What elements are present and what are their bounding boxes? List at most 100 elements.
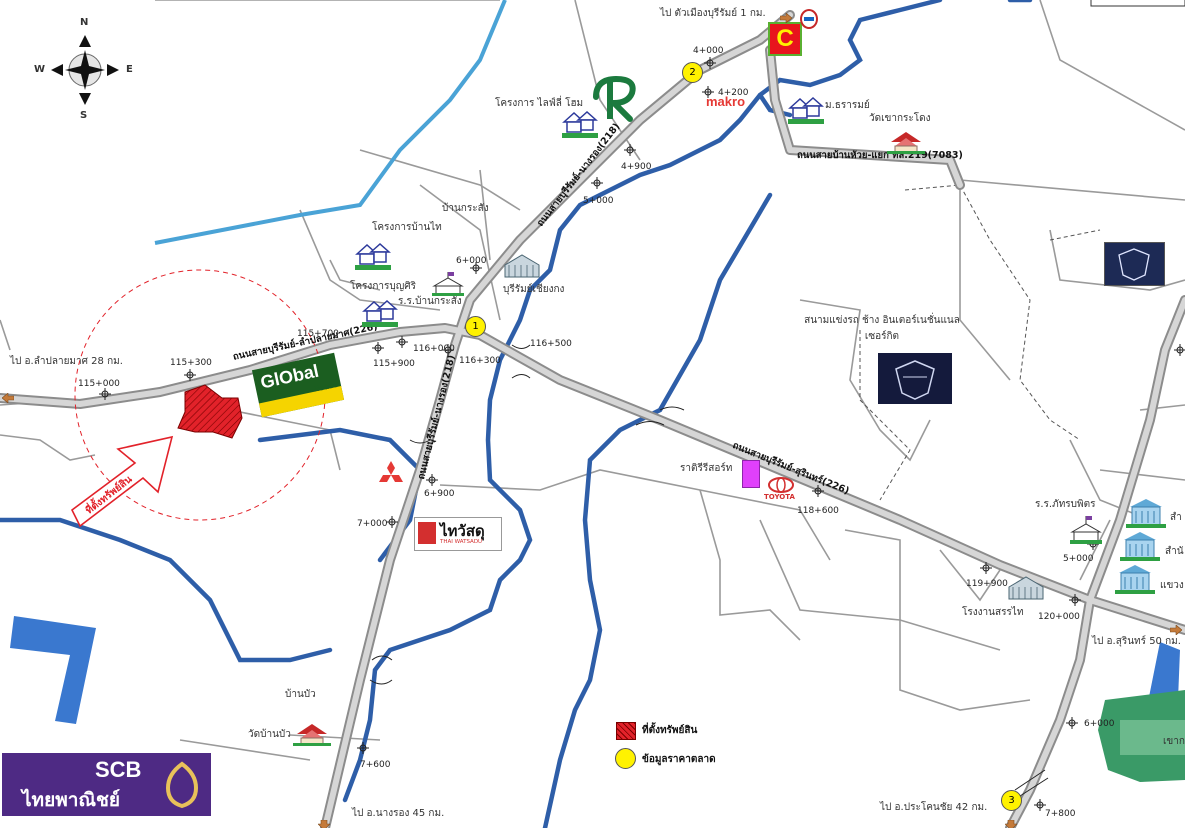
to-city-label: ไป ตัวเมืองบุรีรัมย์ 1 กม. [660, 8, 766, 19]
km-label: 4+000 [693, 46, 724, 56]
green-area-inner [1120, 720, 1185, 755]
km-label: 116+300 [459, 356, 501, 366]
office-building-icon [1126, 497, 1166, 529]
thaiwatsadu-name: ไทวัสดุ [440, 522, 485, 540]
toyota-logo: TOYOTA [764, 476, 798, 502]
scb-emblem-icon [165, 761, 199, 809]
stadium-emblem-icon [1118, 248, 1150, 281]
km-label: 4+900 [621, 162, 652, 172]
lifely-home-logo [592, 75, 642, 123]
right-edge-label-2: สำนั [1165, 546, 1184, 557]
road-7083-label: ถนนสายบ้านหัวย-แยก ทล.219(7083) [797, 150, 963, 161]
km-label: 6+900 [424, 489, 455, 499]
km-label: 4+200 [718, 88, 749, 98]
stadium-logo-small [1104, 242, 1165, 286]
direction-arrow-icon [317, 815, 331, 828]
direction-arrow-icon [1, 388, 15, 404]
km-label: 7+800 [1045, 809, 1076, 819]
market-marker-number: 2 [689, 67, 696, 78]
to-surin-label: ไป อ.สุรินทร์ 50 กม. [1092, 636, 1181, 647]
office-building-icon [1120, 530, 1160, 562]
compass-rose: N S E W [34, 15, 140, 125]
top-right-box [1090, 0, 1185, 7]
rachiri-label: ราติรีรีสอร์ท [680, 463, 733, 474]
km-label: 118+600 [797, 506, 839, 516]
house-project-icon [355, 240, 391, 272]
right-edge-label-3: แขวง [1160, 580, 1184, 591]
direction-arrow-icon [1169, 620, 1183, 636]
warehouse-icon [503, 253, 541, 279]
toyota-icon [768, 477, 794, 493]
boonsiri-label: โครงการบุญศิริ [350, 281, 416, 292]
lifely-r-icon [593, 75, 636, 122]
house-project-icon [788, 94, 824, 126]
km-markers [99, 57, 1185, 811]
factory-label: โรงงานสรรไท [962, 607, 1024, 618]
scb-name-en: SCB [95, 757, 142, 782]
km-label: 115+700 [297, 329, 339, 339]
market-marker-3[interactable]: 3 [1001, 790, 1022, 811]
gas-station-icon [800, 9, 818, 29]
to-prakhon-chai-label: ไป อ.ประโคนชัย 42 กม. [880, 802, 988, 813]
office-building-icon [1115, 563, 1155, 595]
right-edge-label-1: สำ [1170, 512, 1182, 523]
ban-thai-label: โครงการบ้านไท [372, 222, 442, 233]
km-label: 119+900 [966, 579, 1008, 589]
km-label: 115+300 [170, 358, 212, 368]
scb-name-th: ไทยพาณิชย์ [22, 789, 121, 811]
market-marker-1[interactable]: 1 [465, 316, 486, 337]
canal-line [154, 0, 507, 245]
mitsubishi-logo [376, 460, 406, 486]
legend-market-swatch [615, 748, 636, 769]
km-label: 116+000 [413, 344, 455, 354]
market-marker-2[interactable]: 2 [682, 62, 703, 83]
ban-bua-label: บ้านบัว [285, 689, 316, 700]
market-marker-number: 1 [472, 321, 479, 332]
temple-icon [293, 720, 331, 746]
stadium-logo-large [878, 353, 952, 404]
compass-s: S [80, 110, 88, 121]
km-label: 6+000 [1084, 719, 1115, 729]
makro-logo: makro [706, 94, 746, 109]
global-house-sub: House [312, 380, 339, 394]
district-boundary [859, 184, 1101, 501]
km-label: 115+900 [373, 359, 415, 369]
km-label: 120+000 [1038, 612, 1080, 622]
compass-e: E [126, 64, 133, 75]
legend-market-label: ข้อมูลราคาตลาด [642, 754, 716, 765]
bridge-marks [369, 344, 1049, 797]
life-home-label: โครงการ ไลฟ์ลี่ โฮม [495, 98, 584, 109]
km-label: 5+000 [583, 196, 614, 206]
km-label: 115+000 [78, 379, 120, 389]
temple-icon [887, 128, 925, 154]
buriram-chiang-label: บุรีรัมย์เชียงกง [503, 284, 565, 295]
water-body-right [1148, 642, 1180, 702]
legend: ที่ตั้งทรัพย์สิน ข้อมูลราคาตลาด [612, 720, 742, 770]
water-body-left [10, 616, 96, 724]
ban-krasang-label: บ้านกระสัง [442, 203, 489, 214]
market-marker-number: 3 [1008, 795, 1015, 806]
site-arrow [70, 435, 174, 528]
thararom-label: ม.ธรารมย์ [825, 100, 870, 111]
hotel-icon [742, 460, 760, 488]
km-label: 6+000 [456, 256, 487, 266]
km-label: 5+000 [1063, 554, 1094, 564]
scb-logo: SCB ไทยพาณิชย์ [2, 753, 211, 816]
house-project-icon [362, 297, 398, 329]
rivers [0, 0, 1033, 828]
km-label: 7+600 [360, 760, 391, 770]
legend-property-label: ที่ตั้งทรัพย์สิน [642, 725, 698, 736]
to-nang-rong-label: ไป อ.นางรอง 45 กม. [352, 808, 445, 819]
compass-n: N [80, 17, 89, 28]
big-c-letter: C [776, 25, 794, 52]
compass-w: W [34, 64, 46, 75]
school-chattaphat-label: ร.ร.ภัทรบพิตร [1035, 499, 1096, 510]
thaiwatsadu-logo: ไทวัสดุ THAI WATSADU [414, 517, 502, 551]
warehouse-icon [1007, 575, 1045, 601]
house-project-icon [562, 108, 598, 140]
school-icon [432, 272, 464, 296]
school-icon [1070, 516, 1102, 544]
circuit-emblem-icon [895, 360, 935, 400]
